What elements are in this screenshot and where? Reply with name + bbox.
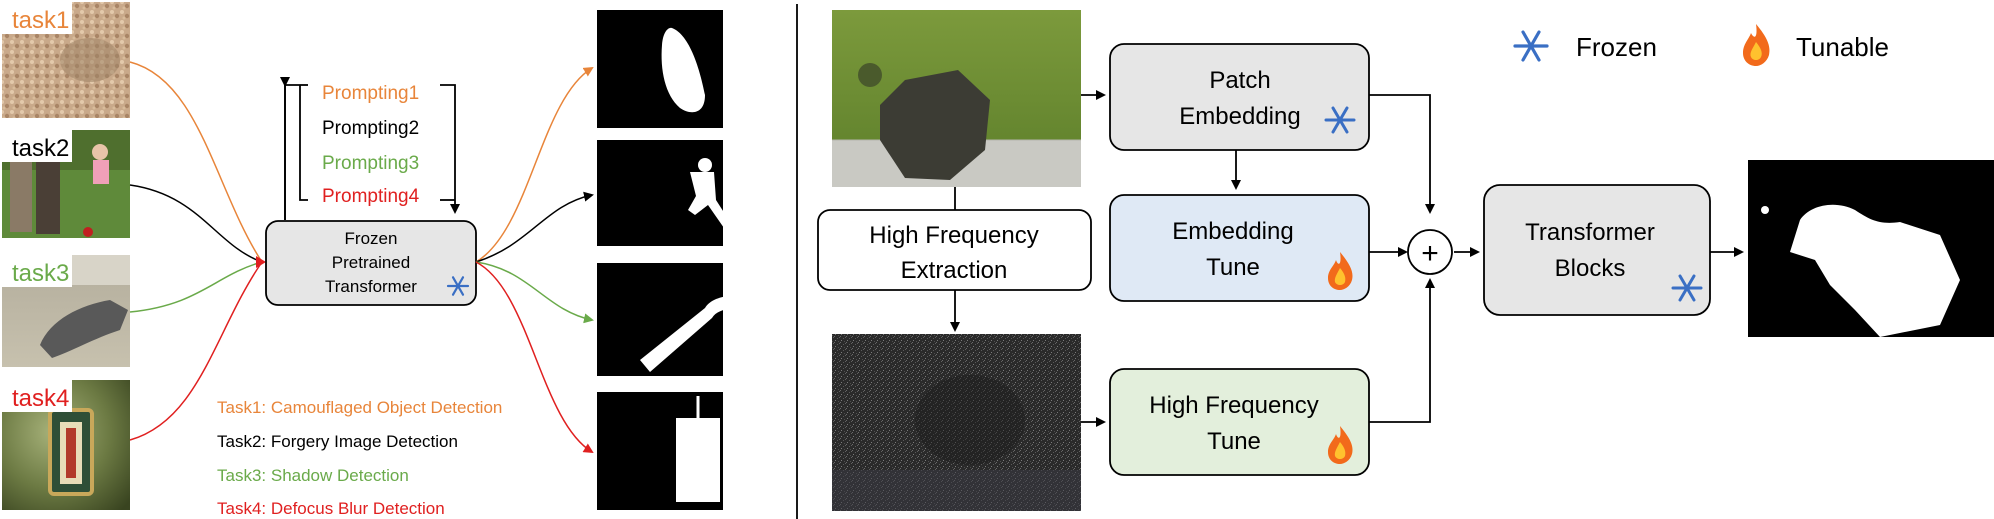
output4-mask (597, 392, 723, 510)
task4-label: task4 (12, 385, 69, 412)
task-name-1: Task1: Camouflaged Object Detection (217, 398, 502, 417)
task-name-2: Task2: Forgery Image Detection (217, 432, 458, 451)
task2-arrow (129, 184, 263, 263)
transformer-blocks-box: Transformer Blocks (1483, 184, 1711, 316)
task-name-4: Task4: Defocus Blur Detection (217, 499, 445, 518)
hf-extraction-line1: High Frequency (869, 222, 1038, 249)
patch-to-sum-arrow (1369, 94, 1435, 214)
legend-frozen: Frozen (1576, 32, 1657, 62)
task-name-3: Task3: Shadow Detection (217, 466, 409, 485)
task1-arrow (129, 61, 263, 263)
model-box-line3: Transformer (325, 277, 417, 296)
task-arrow-head (256, 256, 266, 268)
task3-label: task3 (12, 260, 69, 287)
flame-icon (1328, 426, 1353, 464)
embedding-tune-line1: Embedding (1172, 218, 1293, 245)
prompt-2: Prompting2 (322, 118, 419, 139)
transformer-blocks-line2: Blocks (1555, 255, 1626, 282)
model-box-line1: Frozen (345, 229, 398, 248)
patch-embedding-line2: Embedding (1179, 103, 1300, 130)
hf-tune-line2: Tune (1207, 428, 1261, 455)
flame-icon (1743, 24, 1770, 66)
prompt-4: Prompting4 (322, 186, 420, 207)
output1-arrow (475, 66, 594, 263)
output1-mask (597, 10, 723, 128)
task3-arrow (129, 261, 263, 313)
task2-label: task2 (12, 135, 69, 162)
embedding-tune-line2: Tune (1206, 254, 1260, 281)
hf-tune-line1: High Frequency (1149, 392, 1318, 419)
high-frequency-image (832, 334, 1081, 511)
task-labels: task1 task2 task3 task4 (2, 2, 72, 412)
hf-extraction-line2: Extraction (901, 257, 1008, 284)
prompt-loop (280, 77, 460, 220)
snowflake-icon (1671, 274, 1703, 302)
prompt-3: Prompting3 (322, 153, 419, 174)
input-shadow-image (832, 10, 1081, 187)
output4-arrow (475, 261, 594, 454)
embedding-tune-box: Embedding Tune (1109, 194, 1370, 302)
flame-icon (1328, 252, 1353, 290)
patch-embedding-line1: Patch (1209, 67, 1270, 94)
model-box-line2: Pretrained (332, 253, 410, 272)
legend: Frozen Tunable (1513, 24, 1889, 66)
snowflake-icon (1513, 30, 1549, 62)
snowflake-icon (446, 276, 470, 296)
output2-arrow (475, 191, 594, 263)
output3-arrow (475, 261, 594, 324)
frozen-pretrained-transformer-box: Frozen Pretrained Transformer (265, 220, 477, 306)
task4-arrow (129, 261, 263, 441)
output-shadow-mask (1748, 160, 1994, 337)
transformer-blocks-line1: Transformer (1525, 219, 1655, 246)
snowflake-icon (1324, 106, 1356, 134)
task1-label: task1 (12, 7, 69, 34)
hf-tune-to-sum-arrow (1369, 278, 1435, 423)
sum-node: + (1407, 229, 1453, 275)
patch-embedding-box: Patch Embedding (1109, 43, 1370, 151)
hf-tune-box: High Frequency Tune (1109, 368, 1370, 476)
hf-extraction-box: High Frequency Extraction (817, 209, 1092, 291)
output2-mask (597, 140, 732, 246)
sum-symbol: + (1421, 237, 1439, 270)
task2-image (2, 130, 130, 238)
prompt-1: Prompting1 (322, 83, 419, 104)
legend-tunable: Tunable (1796, 32, 1889, 62)
output3-mask (597, 263, 755, 376)
